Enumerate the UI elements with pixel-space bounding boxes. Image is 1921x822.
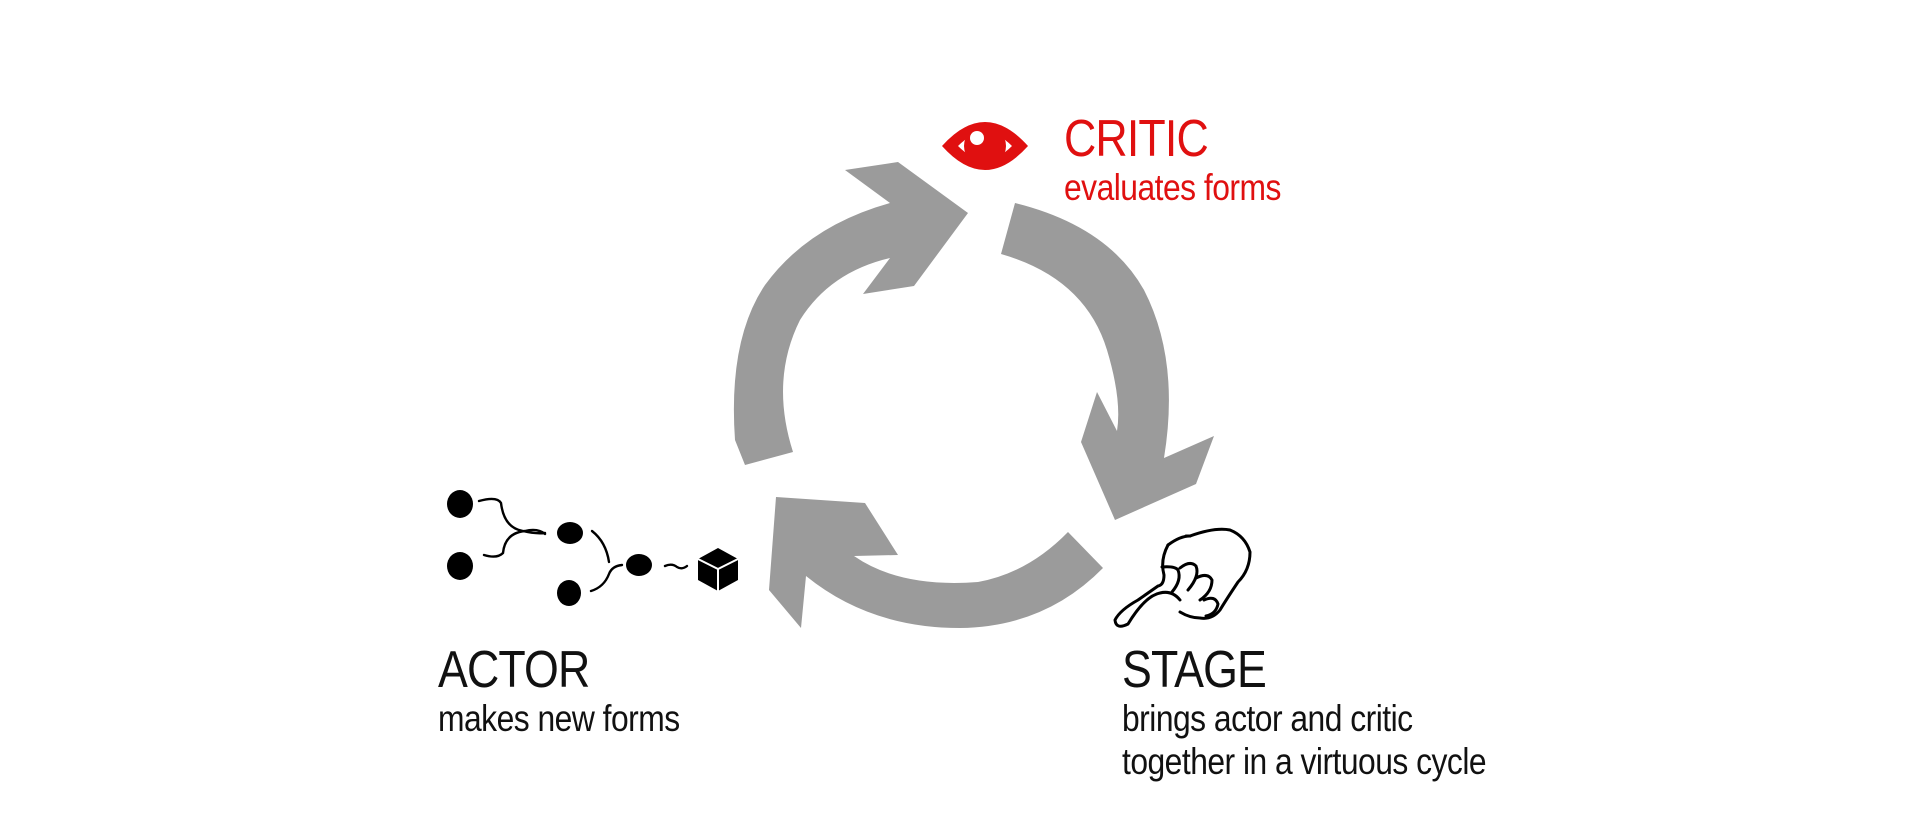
stage-label: STAGE brings actor and critic together i…: [1122, 644, 1545, 783]
stage-description-line2: together in a virtuous cycle: [1122, 740, 1487, 782]
stage-title: STAGE: [1122, 641, 1267, 699]
critic-label: CRITIC evaluates forms: [1064, 113, 1316, 210]
pointing-hand-icon: [1113, 527, 1252, 628]
actor-description: makes new forms: [438, 698, 680, 739]
arrow-actor-to-critic: [733, 162, 968, 465]
eye-icon: [942, 122, 1028, 170]
arrow-critic-to-stage: [1001, 203, 1214, 520]
actor-title: ACTOR: [438, 641, 590, 699]
form-assembly-icon: [447, 490, 739, 606]
arrow-stage-to-actor: [769, 497, 1103, 628]
actor-label: ACTOR makes new forms: [438, 644, 719, 741]
stage-description-line1: brings actor and critic: [1122, 698, 1413, 739]
critic-description: evaluates forms: [1064, 167, 1281, 208]
critic-title: CRITIC: [1064, 110, 1209, 168]
